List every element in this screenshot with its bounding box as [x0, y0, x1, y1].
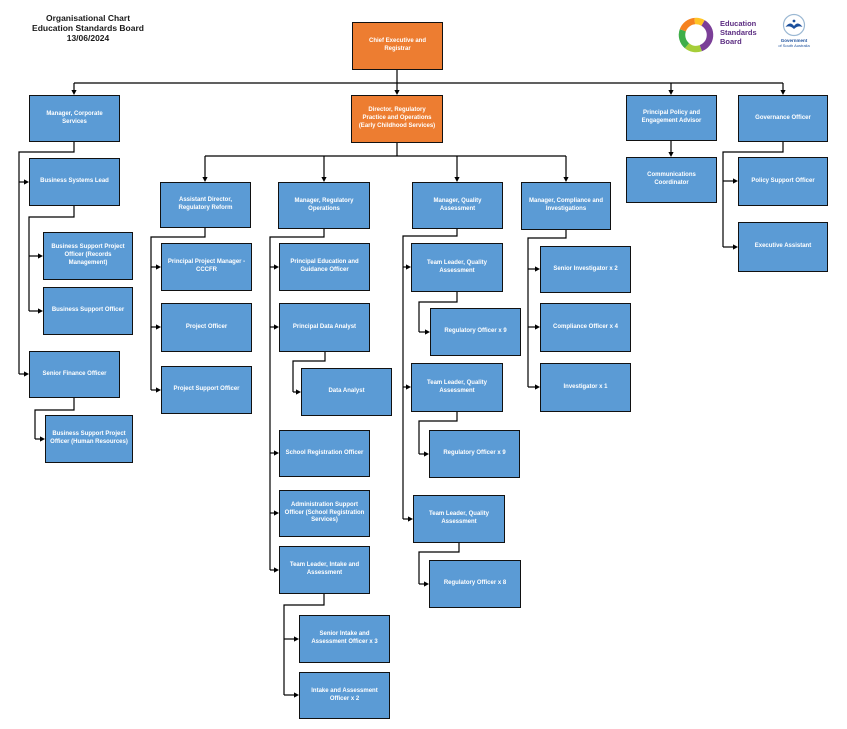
- org-node-mqa: Manager, Quality Assessment: [412, 182, 503, 229]
- org-node-ro9a: Regulatory Officer x 9: [430, 308, 521, 356]
- org-node-adr: Assistant Director, Regulatory Reform: [160, 182, 251, 228]
- org-node-si2: Senior Investigator x 2: [540, 246, 631, 293]
- org-node-mci: Manager, Compliance and Investigations: [521, 182, 611, 230]
- org-node-po: Project Officer: [161, 303, 252, 352]
- esb-logo-line: Standards: [720, 28, 757, 37]
- org-node-ceo: Chief Executive and Registrar: [352, 22, 443, 70]
- sa-gov-line: of South Australia: [778, 42, 810, 48]
- logo-area: Education Standards Board Government of …: [676, 13, 841, 63]
- org-node-bso: Business Support Officer: [43, 287, 133, 335]
- esb-logo-text: Education Standards Board: [720, 19, 757, 46]
- org-node-tlqa3: Team Leader, Quality Assessment: [413, 495, 505, 543]
- org-node-sro: School Registration Officer: [279, 430, 370, 477]
- org-node-co4: Compliance Officer x 4: [540, 303, 631, 352]
- org-node-pego: Principal Education and Guidance Officer: [279, 243, 370, 291]
- org-node-ea: Executive Assistant: [738, 222, 828, 272]
- org-node-siao: Senior Intake and Assessment Officer x 3: [299, 615, 390, 663]
- org-node-tlia: Team Leader, Intake and Assessment: [279, 546, 370, 594]
- org-node-director: Director, Regulatory Practice and Operat…: [351, 95, 443, 143]
- org-node-inv1: Investigator x 1: [540, 363, 631, 412]
- org-node-mro: Manager, Regulatory Operations: [278, 182, 370, 229]
- org-node-bsl: Business Systems Lead: [29, 158, 120, 206]
- chart-title-block: Organisational Chart Education Standards…: [8, 13, 168, 43]
- org-node-pda: Principal Data Analyst: [279, 303, 370, 352]
- sa-gov-line: Government: [780, 38, 808, 43]
- org-node-bspo_rm: Business Support Project Officer (Record…: [43, 232, 133, 280]
- org-node-tlqa2: Team Leader, Quality Assessment: [411, 363, 503, 412]
- org-node-ppea: Principal Policy and Engagement Advisor: [626, 95, 717, 141]
- org-node-iao: Intake and Assessment Officer x 2: [299, 672, 390, 719]
- org-node-pso: Project Support Officer: [161, 366, 252, 414]
- esb-logo-line: Education: [720, 19, 757, 28]
- org-node-cc: Communications Coordinator: [626, 157, 717, 203]
- org-node-ro8: Regulatory Officer x 8: [429, 560, 521, 608]
- chart-subtitle: Education Standards Board: [32, 23, 144, 33]
- org-node-mcs: Manager, Corporate Services: [29, 95, 120, 142]
- org-node-pso2: Policy Support Officer: [738, 157, 828, 206]
- esb-logo-line: Board: [720, 37, 742, 46]
- org-node-da: Data Analyst: [301, 368, 392, 416]
- org-node-aso: Administration Support Officer (School R…: [279, 490, 370, 537]
- org-node-ro9b: Regulatory Officer x 9: [429, 430, 520, 478]
- org-node-go: Governance Officer: [738, 95, 828, 142]
- org-node-ppm: Principal Project Manager - CCCFR: [161, 243, 252, 291]
- esb-ring-icon: [678, 17, 714, 53]
- chart-date: 13/06/2024: [66, 33, 110, 43]
- org-node-bspo_hr: Business Support Project Officer (Human …: [45, 415, 133, 463]
- org-node-sfo: Senior Finance Officer: [29, 351, 120, 398]
- sa-gov-logo-text: Government of South Australia: [764, 38, 824, 48]
- sa-gov-emblem-icon: [782, 13, 806, 37]
- chart-title: Organisational Chart: [45, 13, 131, 23]
- org-node-tlqa1: Team Leader, Quality Assessment: [411, 243, 503, 292]
